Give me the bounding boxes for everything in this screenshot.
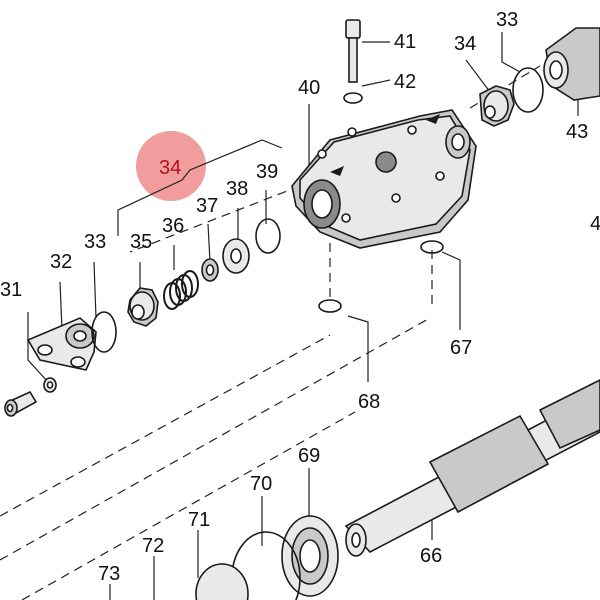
label-32: 32	[50, 251, 72, 273]
arrow-icon	[426, 114, 440, 124]
label-73: 73	[98, 563, 120, 585]
part-32-bracket[interactable]	[26, 317, 97, 371]
highlight-marker[interactable]: 34	[136, 131, 206, 201]
label-36: 36	[162, 215, 184, 237]
label-69: 69	[298, 445, 320, 467]
part-43-cap[interactable]	[543, 27, 600, 101]
label-41: 41	[394, 31, 416, 53]
label-4-partial: 4	[590, 213, 600, 235]
callout-labels: 31 32 33 35 36 37 38 39 40 41 42 34 33 4…	[0, 9, 600, 585]
label-31: 31	[0, 279, 22, 301]
highlight-label: 34	[159, 157, 181, 179]
label-66: 66	[420, 545, 442, 567]
arrow-icon	[330, 166, 344, 176]
label-70: 70	[250, 473, 272, 495]
part-40-gearbox-housing[interactable]	[291, 109, 477, 249]
label-71: 71	[188, 509, 210, 531]
part-33-o-ring-right[interactable]	[512, 67, 544, 113]
part-washer-small	[43, 377, 57, 393]
label-37: 37	[196, 195, 218, 217]
part-33-o-ring[interactable]	[91, 311, 117, 353]
label-68: 68	[358, 391, 380, 413]
part-37-washer[interactable]	[201, 258, 219, 282]
label-42: 42	[394, 71, 416, 93]
part-39-o-ring[interactable]	[255, 218, 281, 254]
part-36-spring[interactable]	[163, 270, 199, 310]
part-35-gear[interactable]	[127, 287, 159, 327]
part-42-washer[interactable]	[343, 92, 363, 104]
label-33: 33	[84, 231, 106, 253]
part-34-gear[interactable]	[479, 85, 515, 127]
part-66-shaft[interactable]	[344, 379, 600, 557]
part-69-bearing[interactable]	[281, 515, 339, 597]
label-67: 67	[450, 337, 472, 359]
label-35: 35	[130, 231, 152, 253]
label-43: 43	[566, 121, 588, 143]
label-33-top: 33	[496, 9, 518, 31]
part-38-bearing[interactable]	[222, 238, 250, 274]
label-38: 38	[226, 178, 248, 200]
label-39: 39	[256, 161, 278, 183]
highlight-circle	[136, 131, 206, 201]
label-72: 72	[142, 535, 164, 557]
part-41-bolt[interactable]	[345, 19, 361, 83]
label-40: 40	[298, 77, 320, 99]
part-71-disc[interactable]	[195, 563, 249, 600]
part-68-o-ring[interactable]	[318, 299, 342, 313]
label-34: 34	[454, 33, 476, 55]
assembly-axis-lines	[0, 65, 541, 600]
part-31-bolt[interactable]	[4, 390, 38, 417]
part-67-o-ring[interactable]	[420, 240, 444, 254]
